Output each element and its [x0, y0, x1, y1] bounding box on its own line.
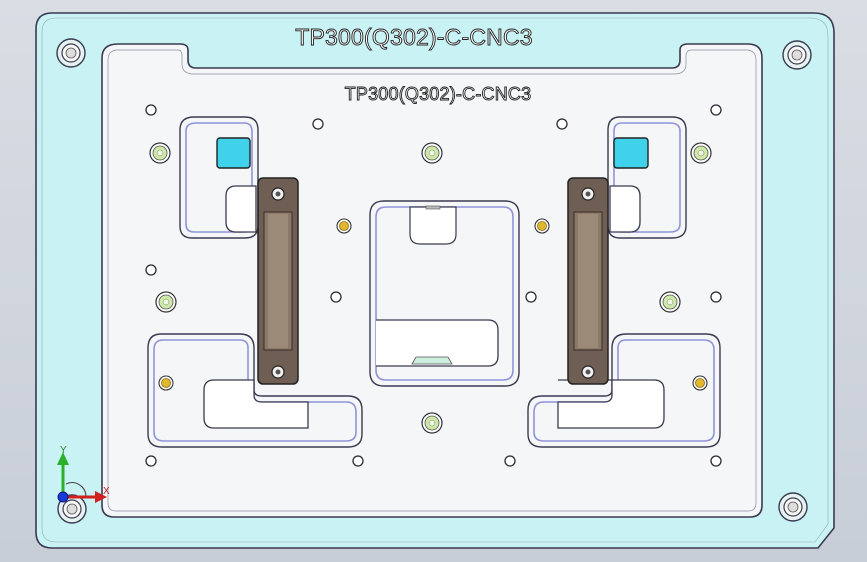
right-locating-insert: [613, 137, 649, 169]
corner-screw-top-right: [782, 40, 812, 70]
base-plate-inner-edge: [41, 17, 829, 543]
corner-screw-bottom-right: [778, 492, 808, 522]
locating-pin-icon: [659, 291, 681, 313]
locating-pin-icon: [421, 412, 443, 434]
locating-pin-icon: [421, 142, 443, 164]
top-plate-bevel: [107, 49, 757, 512]
left-clamp-bar: [257, 177, 299, 385]
outer-part-label: TP300(Q302)-C-CNC3: [295, 24, 533, 50]
corner-screw-bottom-left: [57, 494, 87, 524]
dowel-icon: [692, 375, 708, 391]
dowel-icon: [534, 218, 550, 234]
left-lower-pocket: [147, 333, 363, 448]
center-pocket: [369, 200, 520, 387]
dowel-pins: [158, 218, 708, 391]
right-lower-pocket: [527, 333, 721, 448]
locating-pins: [149, 142, 712, 434]
locating-pin-icon: [149, 142, 171, 164]
right-upper-pocket: [607, 116, 687, 239]
axis-triad-icon[interactable]: Y X: [57, 445, 110, 503]
locating-pin-icon: [155, 291, 177, 313]
through-holes: [145, 104, 722, 467]
locating-pin-icon: [690, 142, 712, 164]
left-locating-insert: [216, 137, 251, 169]
left-upper-pocket: [179, 116, 259, 239]
dowel-icon: [336, 218, 352, 234]
inner-part-label: TP300(Q302)-C-CNC3: [345, 84, 532, 104]
dowel-icon: [158, 375, 174, 391]
axis-y-label: Y: [60, 445, 67, 456]
axis-x-label: X: [103, 486, 110, 497]
corner-screw-top-left: [56, 38, 86, 68]
top-plate: [101, 43, 763, 518]
right-clamp-bar: [567, 177, 609, 385]
